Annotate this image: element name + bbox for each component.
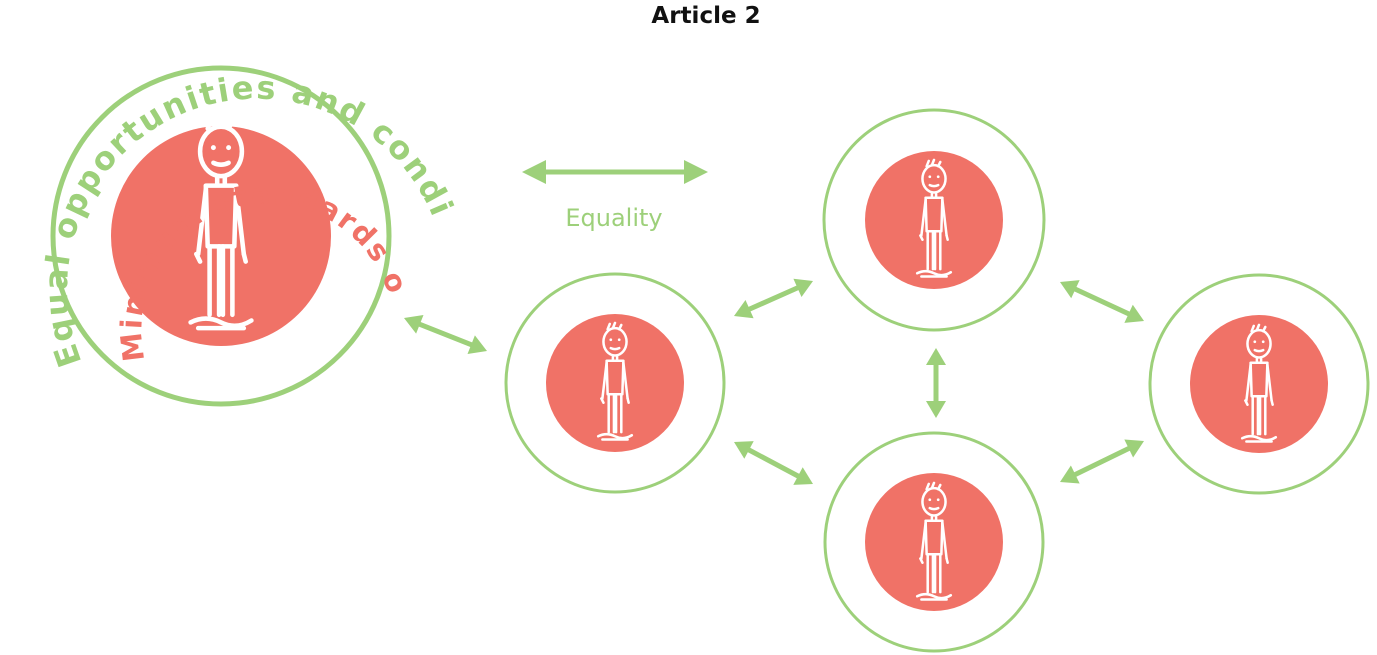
child-node-ring xyxy=(822,108,1046,332)
child-node-bottom xyxy=(823,431,1045,653)
double-headed-arrow-icon xyxy=(1060,280,1144,323)
connector-arrows xyxy=(404,278,1144,485)
double-headed-arrow-icon xyxy=(926,348,946,418)
double-headed-arrow-icon xyxy=(734,278,813,319)
child-node-right xyxy=(1148,273,1370,495)
child-node-disc xyxy=(546,314,684,452)
child-node-disc xyxy=(865,473,1003,611)
child-node-ring xyxy=(823,431,1045,653)
equality-label: Equality xyxy=(565,204,662,232)
primary-disc xyxy=(111,126,331,346)
primary-child-node: Equal opportunities and conditions Minim… xyxy=(0,0,459,407)
child-node-disc xyxy=(865,151,1003,289)
child-node-ring xyxy=(504,272,726,494)
double-headed-arrow-icon xyxy=(734,441,813,485)
primary-outer-ring xyxy=(50,65,392,407)
child-node-top xyxy=(822,108,1046,332)
diagram-title: Article 2 xyxy=(651,3,760,29)
double-headed-arrow-icon xyxy=(1060,439,1144,484)
double-headed-arrow-icon xyxy=(404,314,487,355)
child-node-ring xyxy=(1148,273,1370,495)
equality-arrow xyxy=(522,160,708,184)
child-node-disc xyxy=(1190,315,1328,453)
child-node-left xyxy=(504,272,726,494)
